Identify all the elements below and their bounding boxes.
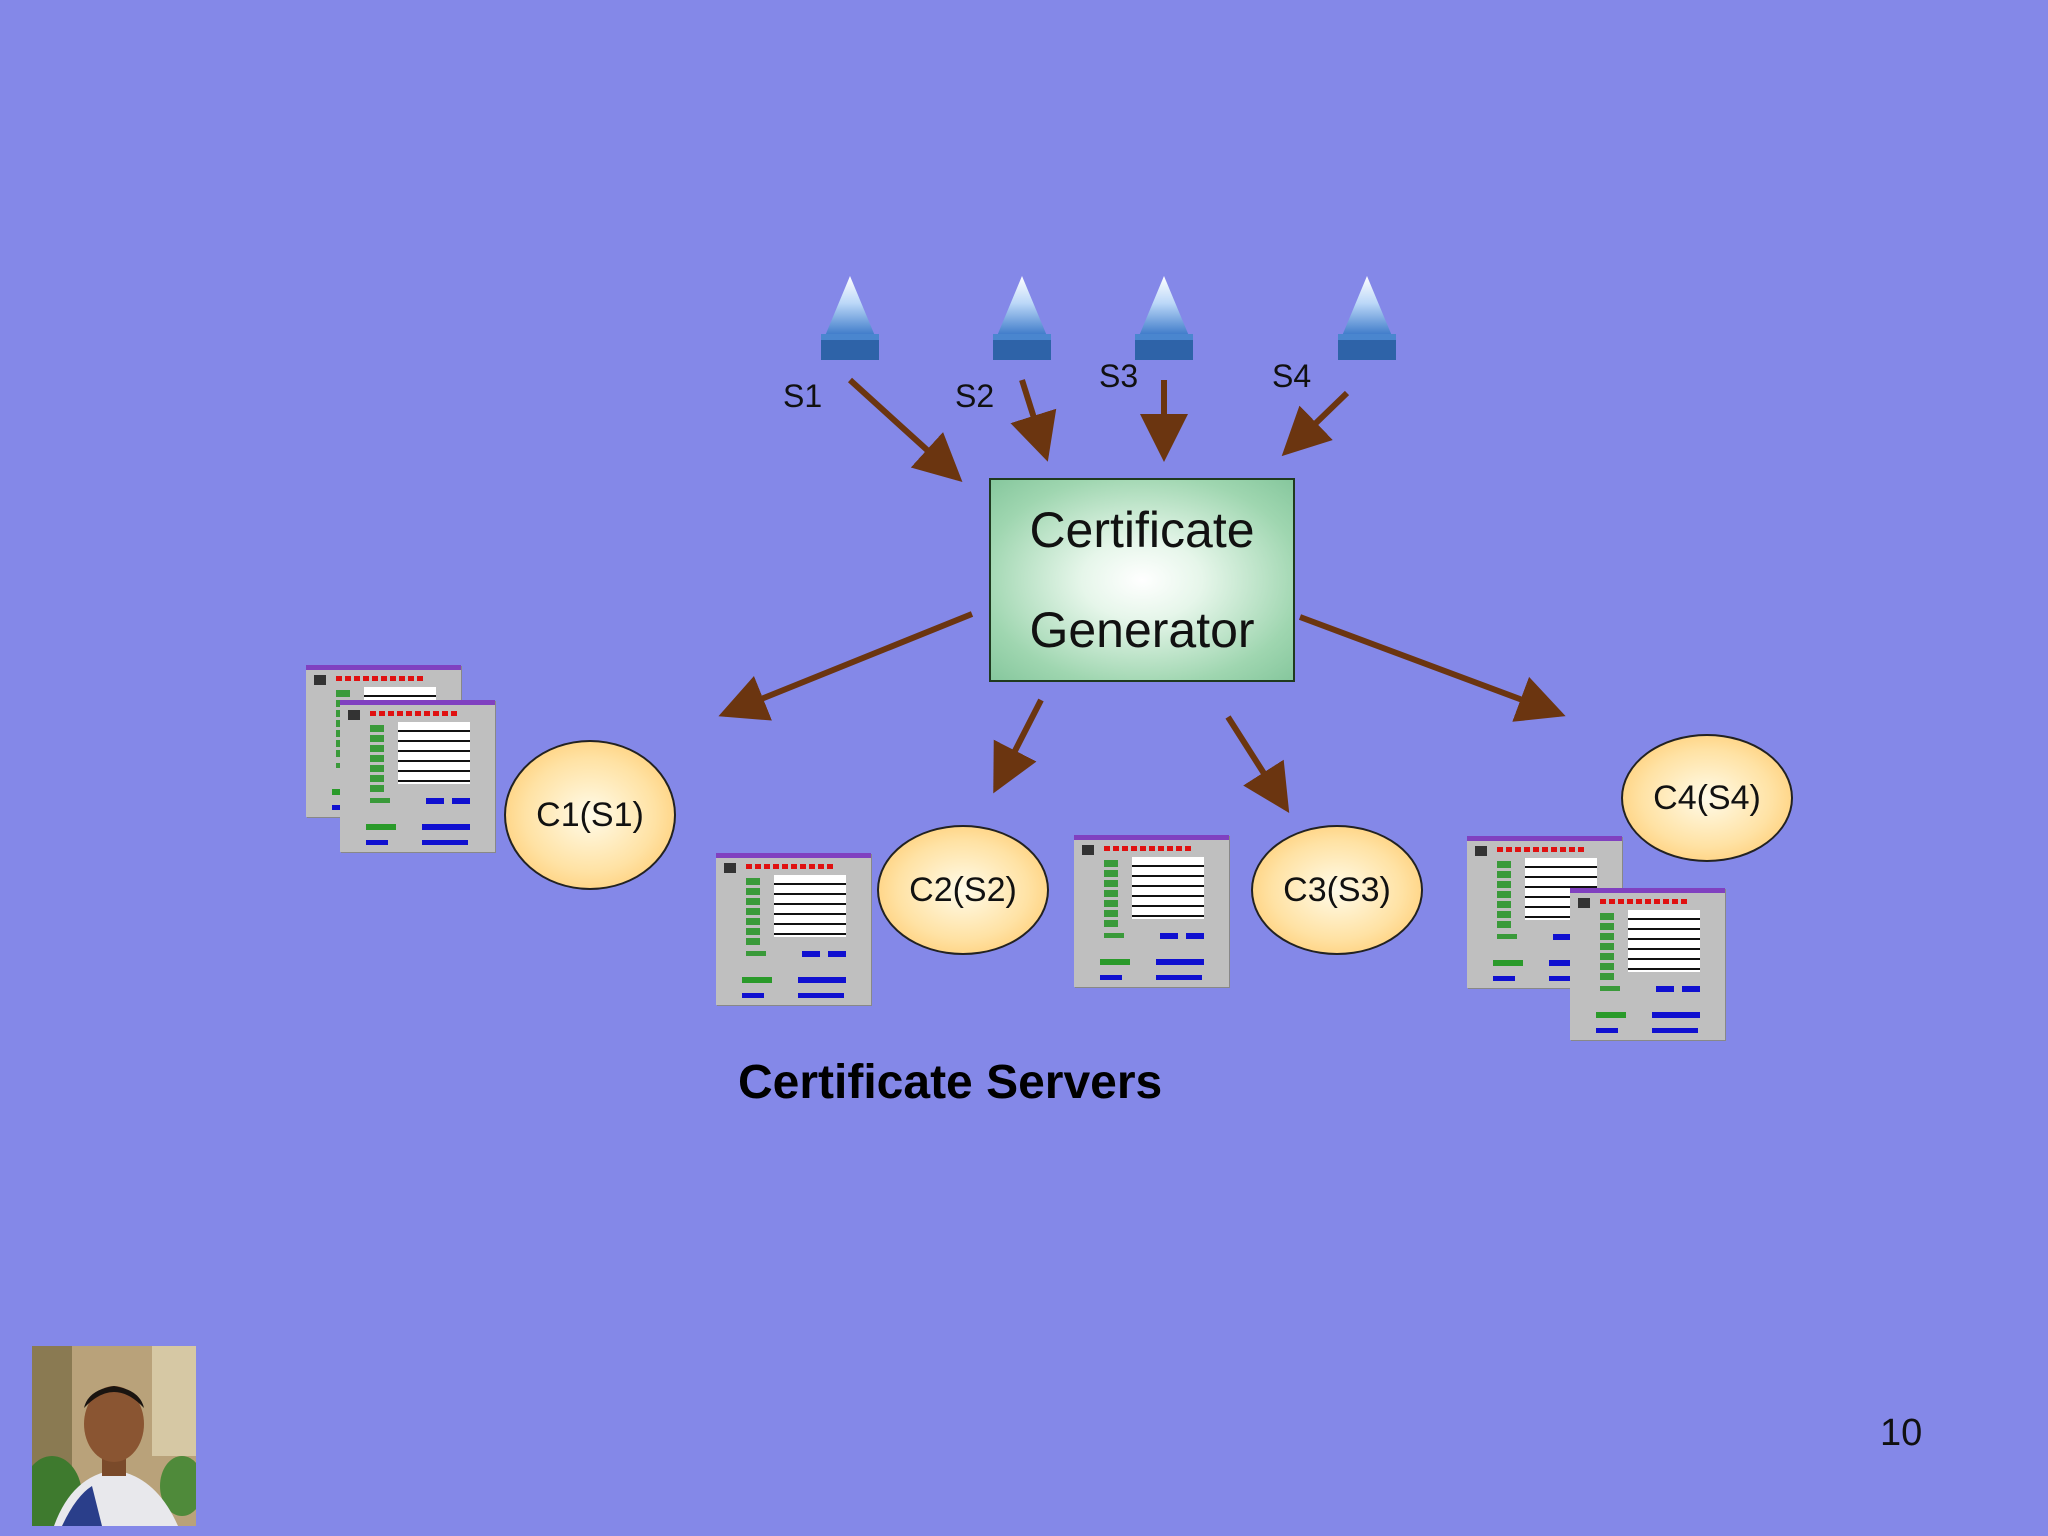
- server-screenshot: [1570, 888, 1725, 1040]
- presenter-photo: [32, 1346, 196, 1526]
- certificate-c3: C3(S3): [1251, 825, 1423, 955]
- arrow-s4-to-generator: [1281, 390, 1350, 457]
- source-cone-icon: [1135, 276, 1193, 360]
- generator-label-line1: Certificate: [1029, 502, 1255, 558]
- certificate-generator-box: Certificate Generator: [989, 478, 1295, 682]
- source-cone-icon: [993, 276, 1051, 360]
- source-cone-icon: [1338, 276, 1396, 360]
- arrow-generator-to-c3: [1225, 715, 1290, 814]
- source-label-s2: S2: [955, 378, 995, 414]
- arrow-s2-to-generator: [1010, 379, 1057, 462]
- arrow-s1-to-generator: [847, 377, 963, 483]
- certificate-c4: C4(S4): [1621, 734, 1793, 862]
- source-cone-icon: [821, 276, 879, 360]
- arrow-generator-to-c2: [993, 698, 1044, 794]
- server-screenshot: [1074, 835, 1229, 987]
- source-label-s1: S1: [783, 378, 823, 414]
- server-screenshot: [340, 700, 495, 852]
- generator-label-line2: Generator: [1029, 602, 1255, 658]
- certificate-c1: C1(S1): [504, 740, 676, 890]
- server-screenshot: [716, 853, 871, 1005]
- arrow-generator-to-c4: [1298, 614, 1566, 722]
- page-number: 10: [1880, 1412, 1923, 1454]
- source-label-s4: S4: [1272, 358, 1312, 394]
- caption-certificate-servers: Certificate Servers: [738, 1056, 1163, 1109]
- source-label-s3: S3: [1099, 358, 1139, 394]
- certificate-c2: C2(S2): [877, 825, 1049, 955]
- arrow-generator-to-c1: [718, 611, 974, 721]
